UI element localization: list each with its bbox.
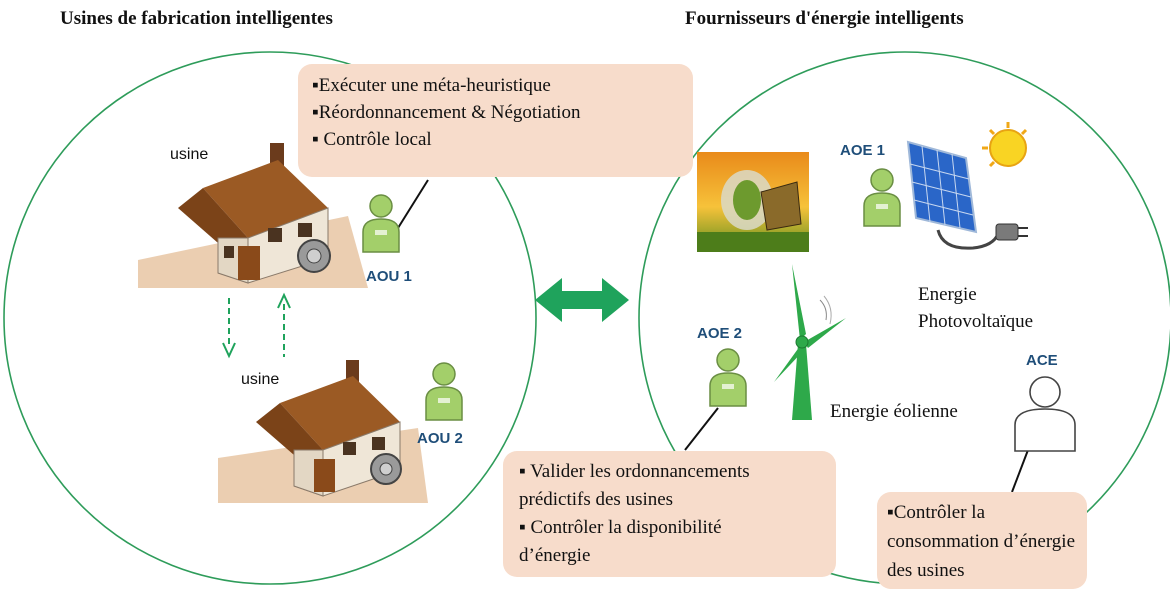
- factory-tasks-callout: ▪Exécuter une méta-heuristique ▪Réordonn…: [298, 64, 693, 177]
- callout-line: d’énergie: [519, 545, 591, 566]
- renewable-energy-image: [697, 152, 809, 252]
- callout-line: ▪ Contrôler la disponibilité: [519, 517, 722, 538]
- callout-line: ▪Réordonnancement & Négotiation: [312, 102, 581, 123]
- connector-aou1: [397, 179, 429, 229]
- factory-1-label: usine: [170, 146, 209, 163]
- validation-tasks-callout: ▪ Valider les ordonnancements prédictifs…: [503, 451, 836, 577]
- factories-circle: [3, 51, 537, 585]
- connector-aoe2: [684, 407, 719, 451]
- callout-line: consommation d’énergie: [887, 531, 1076, 552]
- agent-label-aou2: AOU 2: [417, 430, 463, 447]
- pv-label-line2: Photovoltaïque: [918, 311, 1034, 332]
- dashed-arrow-up-icon: [277, 292, 291, 357]
- sun-icon: [982, 122, 1028, 168]
- agent-label-aoe1: AOE 1: [840, 142, 886, 159]
- person-agent-icon: [863, 168, 901, 227]
- double-arrow-icon: [535, 278, 629, 322]
- factory-house-icon: [218, 360, 428, 503]
- person-agent-icon: [709, 348, 747, 407]
- callout-line: ▪ Valider les ordonnancements: [519, 461, 750, 482]
- callout-line: ▪ Contrôle local: [312, 129, 432, 150]
- pv-label-line1: Energie: [918, 284, 977, 305]
- agent-label-aoe2: AOE 2: [697, 325, 743, 342]
- callout-line: des usines: [887, 560, 965, 581]
- factories-title: Usines de fabrication intelligentes: [60, 8, 333, 29]
- consumption-control-callout: ▪Contrôler la consommation d’énergie des…: [877, 492, 1087, 589]
- solar-panel-icon: [906, 122, 1028, 250]
- person-agent-icon: [362, 194, 400, 253]
- agent-label-ace: ACE: [1026, 352, 1058, 369]
- person-agent-icon: [425, 362, 463, 421]
- callout-line: ▪Exécuter une méta-heuristique: [312, 75, 551, 96]
- wind-turbine-icon: [774, 264, 846, 420]
- callout-line: ▪Contrôler la: [887, 502, 986, 523]
- person-outline-icon: [1014, 376, 1076, 452]
- suppliers-title: Fournisseurs d'énergie intelligents: [685, 8, 964, 29]
- dashed-arrow-down-icon: [222, 298, 236, 359]
- callout-line: prédictifs des usines: [519, 489, 674, 510]
- factory-2-label: usine: [241, 371, 280, 388]
- factory-house-icon: [138, 143, 368, 288]
- wind-label: Energie éolienne: [830, 401, 958, 422]
- connector-ace: [1011, 449, 1029, 493]
- agent-label-aou1: AOU 1: [366, 268, 412, 285]
